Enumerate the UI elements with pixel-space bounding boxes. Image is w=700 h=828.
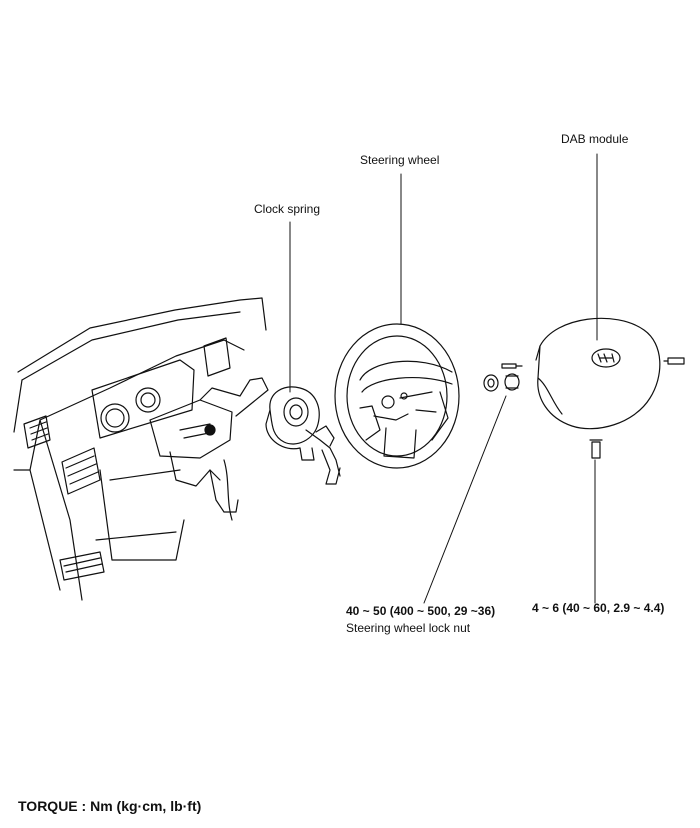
steering-wheel-illustration [334, 323, 460, 469]
leader-lines [289, 153, 598, 604]
lock-nut-illustration [483, 363, 523, 392]
lock-nut-name-label: Steering wheel lock nut [346, 621, 471, 635]
clock-spring-illustration [265, 386, 341, 485]
torque-units-footer: TORQUE : Nm (kg·cm, lb·ft) [18, 798, 202, 814]
clock-spring-label: Clock spring [254, 202, 321, 216]
dashboard-illustration [13, 297, 269, 601]
dab-bolt-torque-label: 4 ~ 6 (40 ~ 60, 2.9 ~ 4.4) [532, 601, 665, 615]
lock-nut-torque-label: 40 ~ 50 (400 ~ 500, 29 ~36) [346, 604, 496, 618]
dab-module-label: DAB module [561, 132, 629, 146]
steering-wheel-label: Steering wheel [360, 153, 440, 167]
dab-module-illustration [535, 317, 685, 459]
